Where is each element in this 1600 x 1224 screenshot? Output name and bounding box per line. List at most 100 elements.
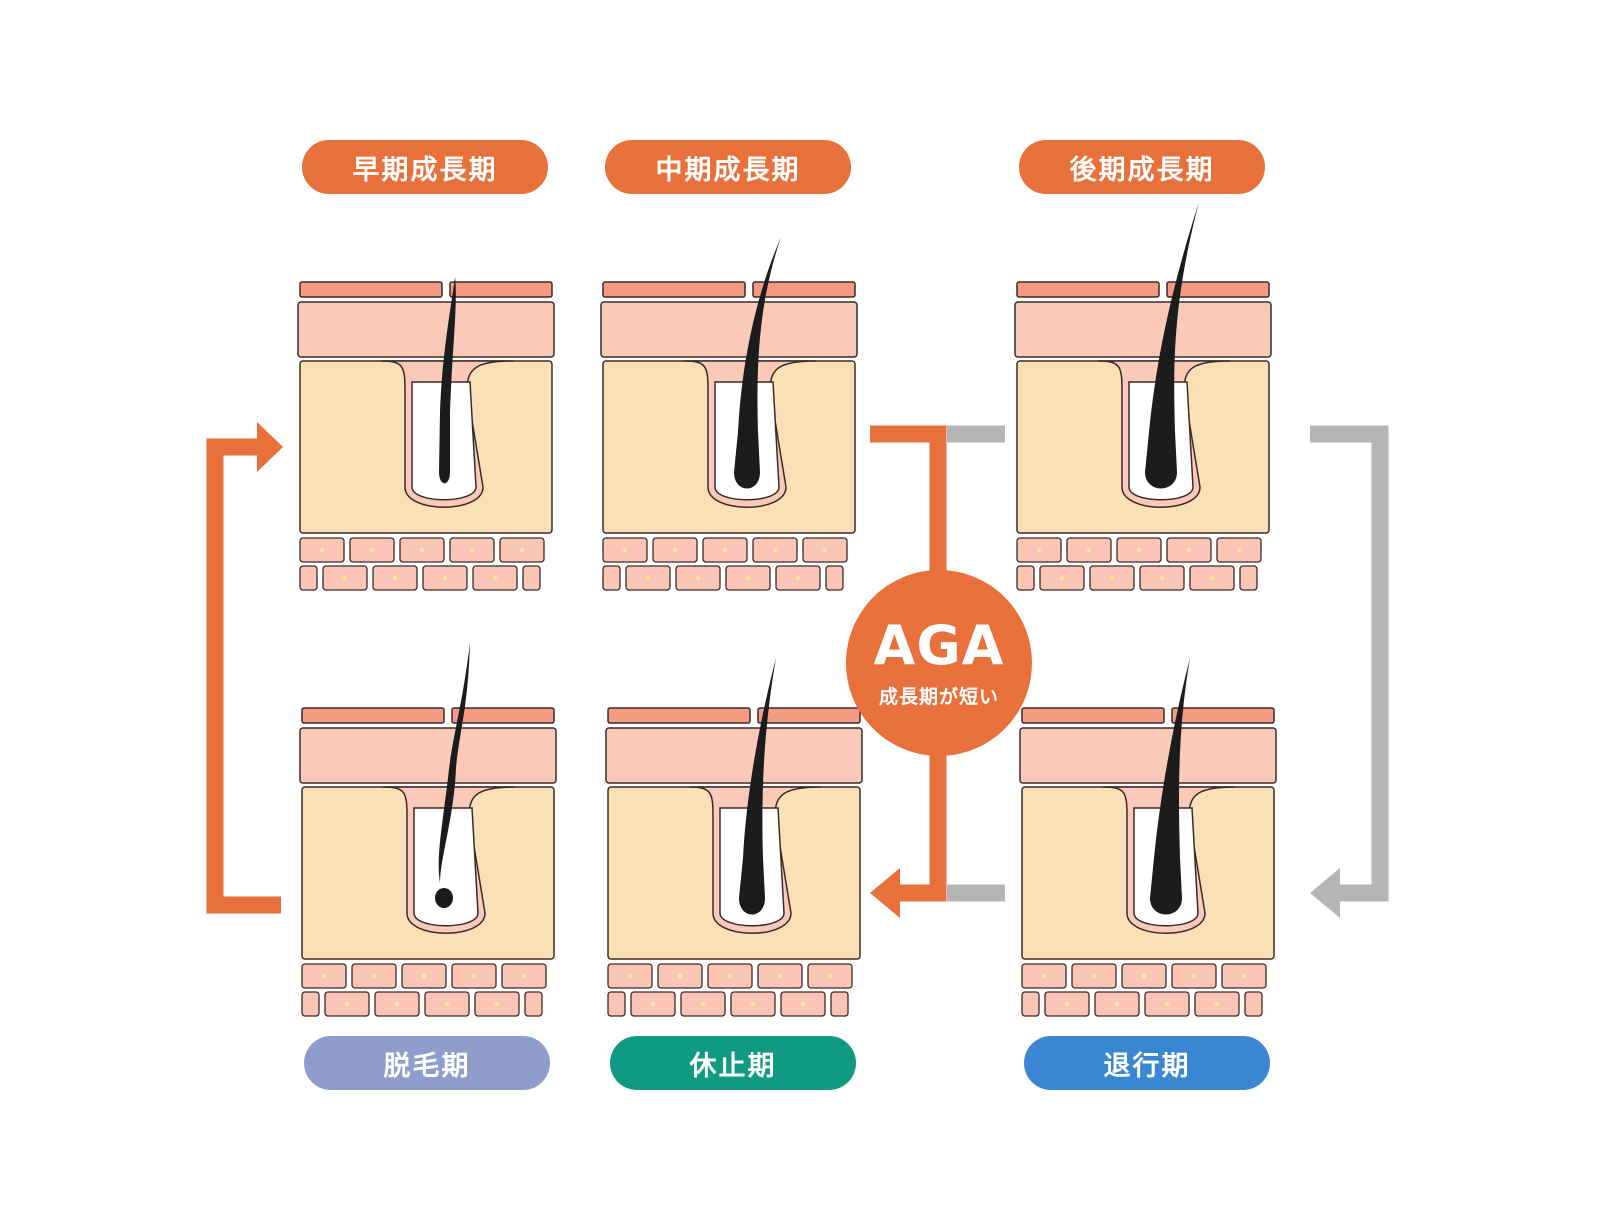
upper-dermis [1019, 727, 1277, 784]
cell [825, 565, 844, 591]
cell-nucleus [442, 575, 448, 581]
skin-panel-mid [600, 237, 858, 591]
arrow-late-to-catagen [1310, 425, 1389, 902]
hair-shaft [1145, 202, 1199, 489]
cell-nucleus [1036, 547, 1042, 553]
cell-nucleus [795, 575, 801, 581]
arrow-aga-shortcut-head [870, 868, 900, 918]
cell-nucleus [371, 973, 377, 979]
upper-dermis [600, 301, 858, 358]
cell-nucleus [494, 1001, 500, 1007]
cell-nucleus [777, 973, 783, 979]
cell-nucleus [1209, 575, 1215, 581]
cell-nucleus [471, 973, 477, 979]
cell-nucleus [421, 973, 427, 979]
cell-nucleus [650, 1001, 656, 1007]
hair-shaft [1150, 658, 1190, 915]
arrow-late-to-catagen-head [1310, 868, 1340, 918]
hair-shaft [439, 277, 456, 484]
epidermis-strip [757, 707, 861, 724]
cell-nucleus [672, 547, 678, 553]
cell [524, 991, 543, 1017]
cell-nucleus [700, 1001, 706, 1007]
label-exogen: 脱毛期 [304, 1036, 550, 1090]
arrow-exogen-to-early-head [257, 422, 283, 472]
cell-nucleus [469, 547, 475, 553]
cell-nucleus [645, 575, 651, 581]
skin-panel-exogen [299, 643, 557, 1017]
epidermis-strip [1171, 707, 1275, 724]
cell-nucleus [772, 547, 778, 553]
cell-nucleus [1136, 547, 1142, 553]
cell-nucleus [394, 1001, 400, 1007]
skin-panel-late [1014, 202, 1272, 591]
skin-panel-early [297, 277, 555, 591]
cell-nucleus [1109, 575, 1115, 581]
cell-nucleus [677, 973, 683, 979]
cell [301, 991, 320, 1017]
cell-nucleus [519, 547, 525, 553]
club-bulb [435, 888, 453, 908]
cell-nucleus [727, 973, 733, 979]
cell-nucleus [750, 1001, 756, 1007]
epidermis-strip [1016, 281, 1160, 298]
cell-nucleus [1064, 1001, 1070, 1007]
label-telogen: 休止期 [610, 1036, 856, 1090]
epidermis-strip [451, 707, 555, 724]
cell-nucleus [722, 547, 728, 553]
label-catagen: 退行期 [1024, 1036, 1270, 1090]
cell-nucleus [321, 973, 327, 979]
hair-shaft [734, 237, 781, 489]
epidermis-strip [301, 707, 445, 724]
upper-dermis [605, 727, 863, 784]
cell-nucleus [1141, 973, 1147, 979]
cell [1239, 565, 1258, 591]
cell-nucleus [1086, 547, 1092, 553]
label-mid-anagen: 中期成長期 [605, 140, 851, 194]
aga-subtitle: 成長期が短い [878, 685, 999, 708]
arrow-exogen-to-early [206, 438, 281, 914]
upper-dermis [1014, 301, 1272, 358]
cell-nucleus [745, 575, 751, 581]
epidermis-strip [752, 281, 856, 298]
cell-nucleus [492, 575, 498, 581]
cell-nucleus [827, 973, 833, 979]
epidermis-strip [1166, 281, 1270, 298]
hair-shaft [438, 643, 470, 883]
upper-dermis [297, 301, 555, 358]
epidermis-strip [449, 281, 553, 298]
cell-nucleus [800, 1001, 806, 1007]
skin-panel-catagen [1019, 658, 1277, 1017]
cell [522, 565, 541, 591]
cell-nucleus [822, 547, 828, 553]
cell-nucleus [1164, 1001, 1170, 1007]
follicle-inner [413, 807, 479, 927]
epidermis-strip [299, 281, 443, 298]
cell-nucleus [1241, 973, 1247, 979]
cell-nucleus [1114, 1001, 1120, 1007]
cell-nucleus [342, 575, 348, 581]
cell-nucleus [1041, 973, 1047, 979]
cell [299, 565, 318, 591]
cell-nucleus [444, 1001, 450, 1007]
skin-panel-telogen [605, 658, 863, 1017]
upper-dermis [299, 727, 557, 784]
cell-nucleus [695, 575, 701, 581]
aga-badge: AGA 成長期が短い [846, 570, 1032, 756]
cell-nucleus [369, 547, 375, 553]
epidermis-strip [1021, 707, 1165, 724]
cell [1016, 565, 1035, 591]
label-early-anagen: 早期成長期 [302, 140, 548, 194]
cell-nucleus [1159, 575, 1165, 581]
label-late-anagen: 後期成長期 [1019, 140, 1265, 194]
cell-nucleus [344, 1001, 350, 1007]
cell-nucleus [627, 973, 633, 979]
aga-title: AGA [873, 613, 1005, 677]
cell-nucleus [392, 575, 398, 581]
cell-nucleus [521, 973, 527, 979]
cell-nucleus [1236, 547, 1242, 553]
cell-nucleus [1091, 973, 1097, 979]
cell [602, 565, 621, 591]
cell-nucleus [419, 547, 425, 553]
